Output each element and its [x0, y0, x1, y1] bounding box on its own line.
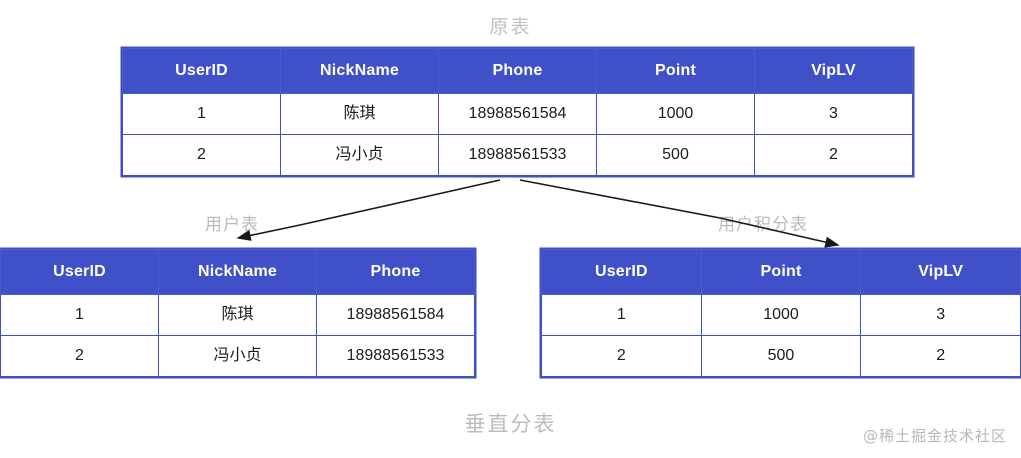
cell-nickname: 陈琪: [280, 93, 439, 135]
cell-phone: 18988561533: [316, 335, 475, 377]
cell-phone: 18988561584: [316, 294, 475, 336]
table-header-row: UserID Point VipLV: [541, 249, 1021, 295]
cell-nickname: 冯小贞: [280, 134, 439, 176]
column-header-point: Point: [596, 48, 755, 94]
column-header-nickname: NickName: [158, 249, 317, 295]
cell-point: 1000: [596, 93, 755, 135]
cell-userid: 2: [122, 134, 281, 176]
cell-viplv: 3: [754, 93, 913, 135]
cell-point: 500: [700, 335, 862, 377]
column-header-phone: Phone: [438, 48, 597, 94]
table-row: 2 冯小贞 18988561533 500 2: [122, 134, 913, 176]
master-table: UserID NickName Phone Point VipLV 1 陈琪 1…: [122, 48, 913, 176]
branch-label-user-table: 用户表: [205, 215, 259, 235]
column-header-userid: UserID: [0, 249, 159, 295]
column-header-userid: UserID: [541, 249, 702, 295]
column-header-phone: Phone: [316, 249, 475, 295]
cell-point: 1000: [700, 294, 862, 336]
table-header-row: UserID NickName Phone Point VipLV: [122, 48, 913, 94]
cell-viplv: 2: [754, 134, 913, 176]
table-header-row: UserID NickName Phone: [0, 249, 475, 295]
cell-nickname: 冯小贞: [158, 335, 317, 377]
cell-viplv: 3: [860, 294, 1021, 336]
cell-point: 500: [596, 134, 755, 176]
table-row: 1 陈琪 18988561584 1000 3: [122, 93, 913, 135]
cell-userid: 1: [541, 294, 702, 336]
cell-phone: 18988561584: [438, 93, 597, 135]
master-table-title: 原表: [489, 16, 532, 38]
cell-userid: 2: [0, 335, 159, 377]
column-header-userid: UserID: [122, 48, 281, 94]
table-row: 2 冯小贞 18988561533: [0, 335, 475, 377]
column-header-viplv: VipLV: [860, 249, 1021, 295]
user-table: UserID NickName Phone 1 陈琪 18988561584 2…: [0, 249, 475, 377]
column-header-point: Point: [700, 249, 862, 295]
arrow-to-user-table: [236, 179, 501, 241]
column-header-viplv: VipLV: [754, 48, 913, 94]
cell-phone: 18988561533: [438, 134, 597, 176]
cell-nickname: 陈琪: [158, 294, 317, 336]
watermark: @稀土掘金技术社区: [862, 427, 1007, 445]
diagram-caption: 垂直分表: [464, 412, 557, 436]
cell-userid: 2: [541, 335, 702, 377]
table-row: 1 陈琪 18988561584: [0, 294, 475, 336]
table-row: 1 1000 3: [541, 294, 1021, 336]
column-header-nickname: NickName: [280, 48, 439, 94]
user-point-table: UserID Point VipLV 1 1000 3 2 500 2: [541, 249, 1021, 377]
table-row: 2 500 2: [541, 335, 1021, 377]
cell-viplv: 2: [860, 335, 1021, 377]
cell-userid: 1: [0, 294, 159, 336]
cell-userid: 1: [122, 93, 281, 135]
branch-label-user-point-table: 用户积分表: [718, 215, 808, 235]
